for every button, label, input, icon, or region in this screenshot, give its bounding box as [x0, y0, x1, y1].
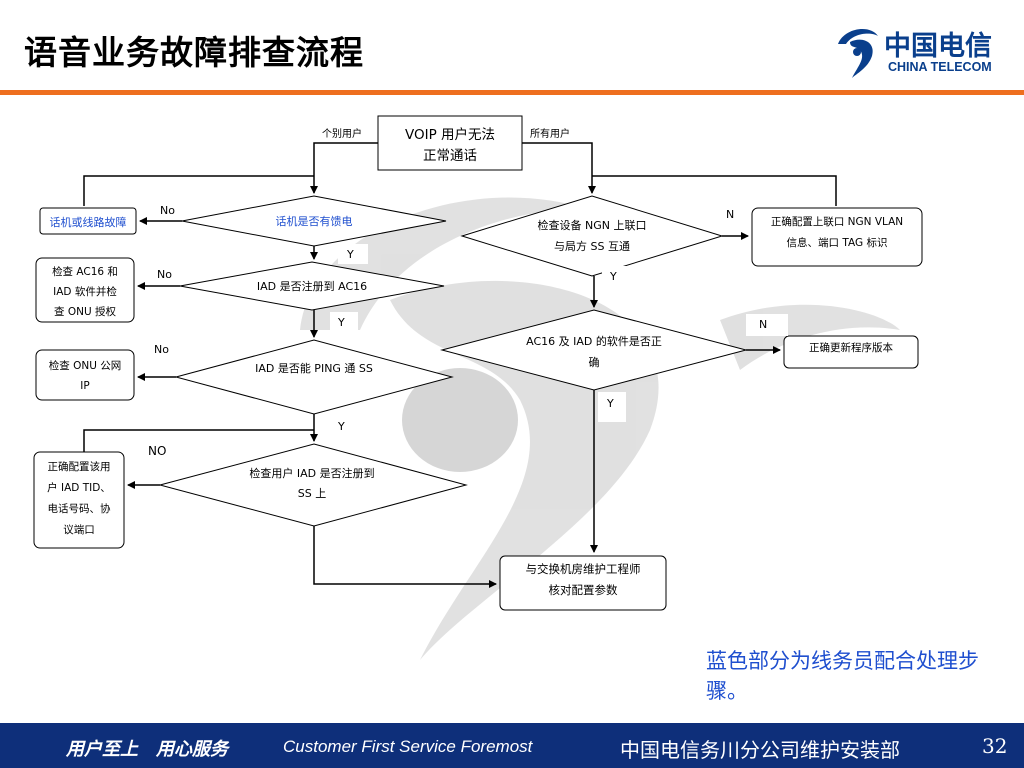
china-telecom-logo: 中国电信 CHINA TELECOM: [832, 22, 1012, 82]
decision-power: 话机是否有馈电: [181, 195, 447, 247]
check-onu-box: 检查 ONU 公网 IP: [35, 349, 135, 401]
start-text-1: VOIP 用户无法: [405, 126, 495, 143]
label-y-ping: Y: [337, 420, 345, 433]
label-no-iad-ss: NO: [148, 444, 166, 458]
decision-ngn-text-2: 与局方 SS 互通: [554, 239, 630, 253]
check-onu-text-2: IP: [80, 380, 89, 392]
flowchart: VOIP 用户无法 正常通话 个别用户 所有用户 话机或线路故障 检查 AC16…: [33, 115, 923, 660]
footer-slogan-english: Customer First Service Foremost: [283, 737, 533, 756]
config-user-text-1: 正确配置该用: [48, 460, 111, 473]
decision-ping: IAD 是否能 PING 通 SS: [174, 339, 454, 415]
decision-ping-text: IAD 是否能 PING 通 SS: [255, 361, 373, 375]
label-y-software: Y: [606, 397, 614, 410]
decision-iad-ss-text-1: 检查用户 IAD 是否注册到: [249, 466, 374, 480]
branch-label-individual: 个别用户: [322, 127, 362, 140]
check-ac16-text-1: 检查 AC16 和: [52, 265, 118, 278]
fault-phone-text: 话机或线路故障: [50, 215, 127, 229]
config-vlan-text-1: 正确配置上联口 NGN VLAN: [771, 215, 903, 228]
label-no-ping: No: [154, 343, 169, 356]
update-sw-text: 正确更新程序版本: [809, 341, 893, 354]
title-underline: [0, 90, 1024, 95]
start-box: VOIP 用户无法 正常通话: [377, 115, 523, 171]
decision-ngn-text-1: 检查设备 NGN 上联口: [538, 218, 647, 232]
fault-phone-box: 话机或线路故障: [39, 207, 137, 235]
label-n-software: N: [759, 318, 767, 331]
label-no-ac16: No: [157, 268, 172, 281]
slide-title: 语音业务故障排查流程: [24, 33, 364, 72]
start-text-2: 正常通话: [423, 148, 477, 164]
config-vlan-text-2: 信息、端口 TAG 标识: [787, 236, 888, 249]
label-y-power: Y: [346, 248, 354, 261]
decision-software-text-2: 确: [589, 356, 600, 369]
footer-slogan: 用户至上 用心服务: [66, 739, 228, 760]
config-vlan-box: 正确配置上联口 NGN VLAN 信息、端口 TAG 标识: [751, 207, 923, 267]
page-number: 32: [982, 734, 1008, 758]
telecom-swirl-icon: [838, 29, 878, 78]
label-no-power: No: [160, 204, 175, 217]
check-ac16-box: 检查 AC16 和 IAD 软件并检 查 ONU 授权: [35, 257, 135, 323]
config-user-text-4: 议端口: [63, 523, 95, 536]
label-y-ngn: Y: [609, 270, 617, 283]
update-sw-box: 正确更新程序版本: [783, 335, 919, 369]
check-ac16-text-2: IAD 软件并检: [53, 285, 117, 298]
label-y-ac16: Y: [337, 316, 345, 329]
decision-software: AC16 及 IAD 的软件是否正 确: [440, 309, 748, 391]
logo-chinese-text: 中国电信: [884, 31, 992, 62]
decision-iad-ac16-text: IAD 是否注册到 AC16: [257, 279, 367, 293]
check-onu-text-1: 检查 ONU 公网: [49, 359, 121, 372]
connectors: [83, 142, 837, 588]
config-user-text-3: 电话号码、协: [48, 502, 111, 515]
final-text-1: 与交换机房维护工程师: [526, 562, 641, 576]
legend-note: 蓝色部分为线务员配合处理步骤。: [706, 649, 979, 703]
footer-company: 中国电信务川分公司维护安装部: [620, 738, 900, 762]
config-user-text-2: 户 IAD TID、: [47, 481, 111, 494]
label-n-ngn: N: [726, 208, 734, 221]
final-text-2: 核对配置参数: [549, 583, 618, 597]
edge-labels: No Y No Y No Y NO N Y N Y: [148, 204, 788, 458]
footer-bar: 用户至上 用心服务 Customer First Service Foremos…: [0, 723, 1024, 768]
decision-iad-ac16: IAD 是否注册到 AC16: [179, 261, 445, 311]
check-ac16-text-3: 查 ONU 授权: [54, 305, 116, 318]
config-user-box: 正确配置该用 户 IAD TID、 电话号码、协 议端口: [33, 451, 125, 549]
branch-label-all: 所有用户: [530, 127, 570, 140]
decision-power-text: 话机是否有馈电: [276, 214, 353, 228]
decision-ngn: 检查设备 NGN 上联口 与局方 SS 互通: [460, 195, 724, 277]
decision-iad-ss: 检查用户 IAD 是否注册到 SS 上: [158, 443, 468, 527]
logo-english-text: CHINA TELECOM: [888, 60, 992, 74]
decision-iad-ss-text-2: SS 上: [298, 487, 326, 500]
decision-software-text-1: AC16 及 IAD 的软件是否正: [526, 334, 662, 348]
final-box: 与交换机房维护工程师 核对配置参数: [499, 555, 667, 611]
